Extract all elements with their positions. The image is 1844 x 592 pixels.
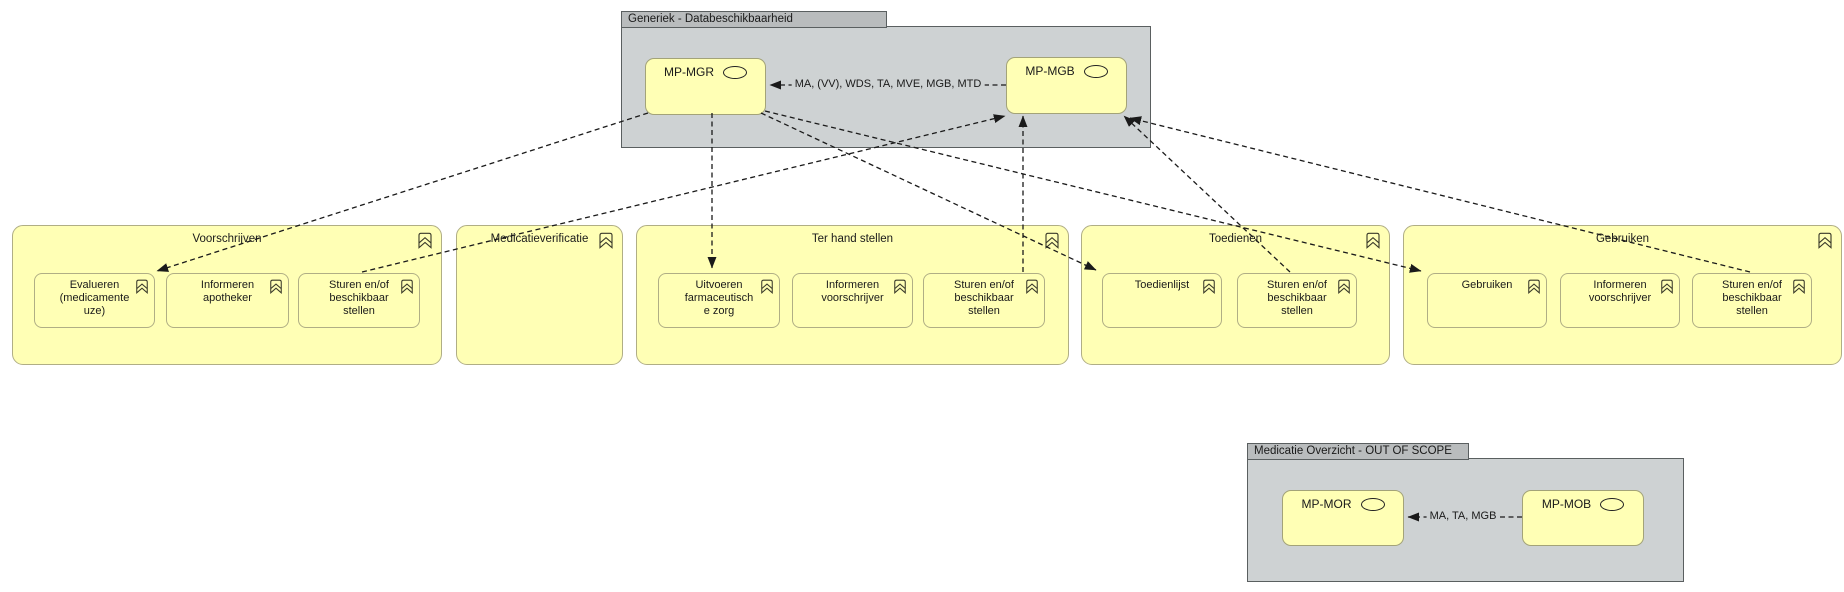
activity-evalueren-label: Evalueren (medicamente uze)	[59, 279, 130, 317]
activity-informeren-voorschrijver-gebruiken[interactable]: Informeren voorschrijver	[1560, 273, 1680, 328]
activity-sturen-ths-label: Sturen en/of beschikbaar stellen	[954, 279, 1014, 317]
activity-uitvoeren-label: Uitvoeren farmaceutisch e zorg	[684, 279, 754, 317]
process-ter-hand-stellen-label: Ter hand stellen	[811, 233, 894, 245]
connection-label-mob-mor: MA, TA, MGB	[1426, 510, 1500, 523]
component-mp-mob-label: MP-MOB	[1541, 497, 1592, 511]
business-function-icon	[135, 279, 149, 294]
service-icon	[1360, 497, 1385, 511]
service-icon	[723, 65, 747, 79]
component-mp-mgr[interactable]: MP-MGR	[645, 58, 766, 115]
activity-sturen-gebruiken[interactable]: Sturen en/of beschikbaar stellen	[1692, 273, 1812, 328]
business-function-icon	[1202, 279, 1216, 294]
service-icon	[1083, 64, 1108, 78]
activity-uitvoeren-farmaceutische-zorg[interactable]: Uitvoeren farmaceutisch e zorg	[658, 273, 780, 328]
component-mp-mgb-label: MP-MGB	[1025, 64, 1075, 78]
business-function-icon	[1817, 232, 1833, 249]
business-function-icon	[1527, 279, 1541, 294]
process-gebruiken-label: Gebruiken	[1595, 233, 1650, 245]
activity-informeren-voorschrijver-ths[interactable]: Informeren voorschrijver	[792, 273, 913, 328]
activity-sturen-voorschrijven-label: Sturen en/of beschikbaar stellen	[329, 279, 389, 317]
business-function-icon	[1044, 232, 1060, 249]
business-function-icon	[417, 232, 433, 249]
component-mp-mgb[interactable]: MP-MGB	[1006, 57, 1127, 114]
activity-sturen-toedienen-label: Sturen en/of beschikbaar stellen	[1267, 279, 1327, 317]
business-function-icon	[1025, 279, 1039, 294]
activity-sturen-voorschrijven[interactable]: Sturen en/of beschikbaar stellen	[298, 273, 420, 328]
business-function-icon	[1337, 279, 1351, 294]
activity-informeren-apotheker-label: Informeren apotheker	[200, 279, 255, 304]
activity-gebruiken-label: Gebruiken	[1461, 279, 1513, 291]
process-medicatieverificatie[interactable]: Medicatieverificatie	[456, 225, 623, 365]
business-function-icon	[400, 279, 414, 294]
activity-evalueren[interactable]: Evalueren (medicamente uze)	[34, 273, 155, 328]
activity-toedienlijst[interactable]: Toedienlijst	[1102, 273, 1222, 328]
group-overzicht-tab[interactable]: Medicatie Overzicht - OUT OF SCOPE	[1247, 443, 1469, 460]
activity-informeren-voorschrijver-label: Informeren voorschrijver	[821, 279, 884, 304]
business-function-icon	[1660, 279, 1674, 294]
activity-gebruiken[interactable]: Gebruiken	[1427, 273, 1547, 328]
component-mp-mor[interactable]: MP-MOR	[1282, 490, 1404, 546]
business-function-icon	[1365, 232, 1381, 249]
activity-sturen-gebruiken-label: Sturen en/of beschikbaar stellen	[1722, 279, 1782, 317]
component-mp-mob[interactable]: MP-MOB	[1522, 490, 1644, 546]
process-voorschrijven-label: Voorschrijven	[192, 233, 262, 245]
connection-label-mgb-mgr: MA, (VV), WDS, TA, MVE, MGB, MTD	[791, 78, 985, 91]
activity-sturen-ter-hand-stellen[interactable]: Sturen en/of beschikbaar stellen	[923, 273, 1045, 328]
group-generiek-tab[interactable]: Generiek - Databeschikbaarheid	[621, 11, 887, 28]
activity-toedienlijst-label: Toedienlijst	[1134, 279, 1190, 291]
business-function-icon	[598, 232, 614, 249]
business-function-icon	[893, 279, 907, 294]
service-icon	[1600, 497, 1625, 511]
activity-informeren-voorschrijver-g-label: Informeren voorschrijver	[1588, 279, 1652, 304]
component-mp-mgr-label: MP-MGR	[664, 65, 714, 79]
business-function-icon	[760, 279, 774, 294]
business-function-icon	[1792, 279, 1806, 294]
component-mp-mor-label: MP-MOR	[1301, 497, 1352, 511]
process-toedienen-label: Toedienen	[1208, 233, 1263, 245]
activity-sturen-toedienen[interactable]: Sturen en/of beschikbaar stellen	[1237, 273, 1357, 328]
activity-informeren-apotheker[interactable]: Informeren apotheker	[166, 273, 289, 328]
business-function-icon	[269, 279, 283, 294]
